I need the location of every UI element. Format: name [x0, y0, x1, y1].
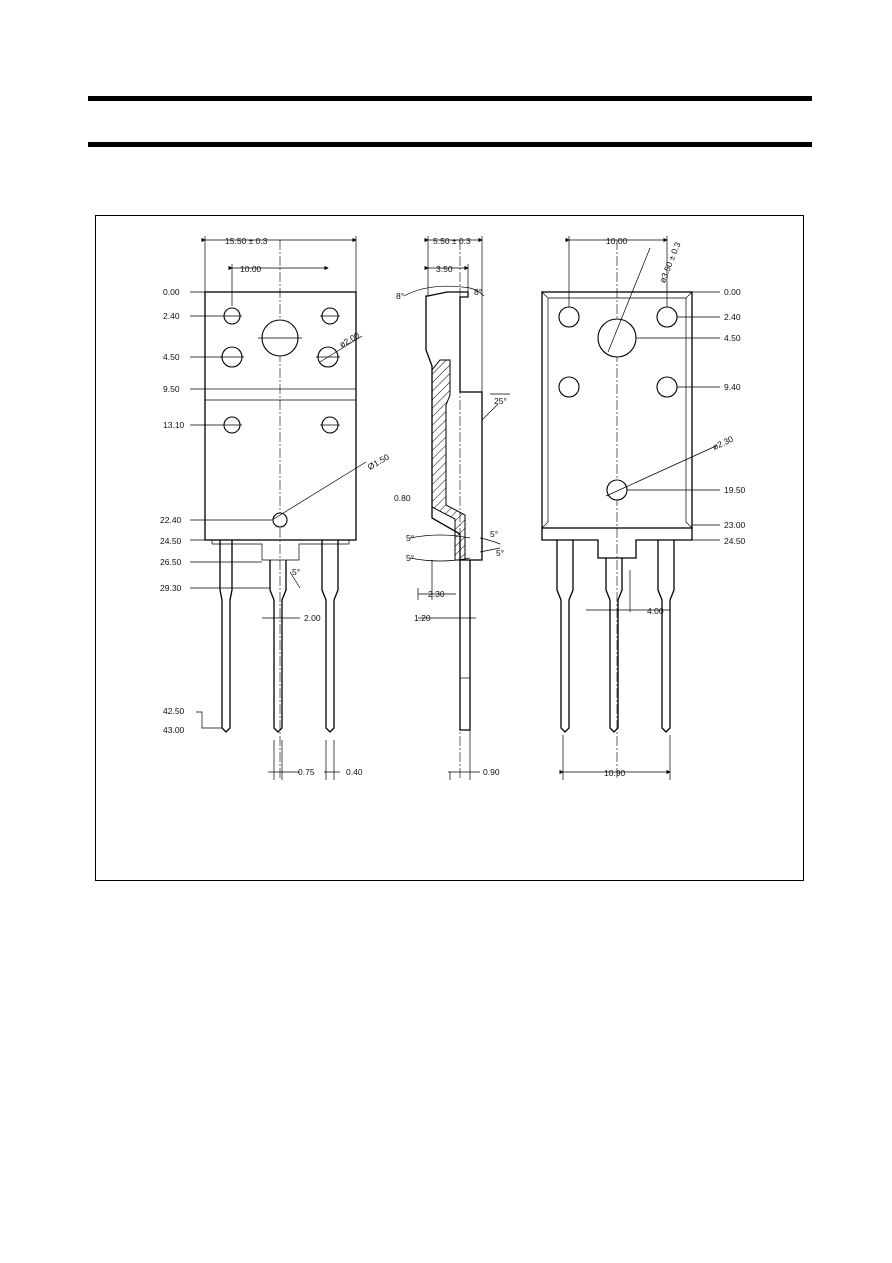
side-lead	[459, 560, 471, 731]
back-view: 10.00 ø3.50 ± 0.3 0.00 2.40 4.50 9.40 19…	[541, 236, 746, 780]
back-lead-left	[556, 540, 574, 733]
side-lead-offset: 1.20	[414, 613, 431, 623]
front-lead-angle: 5°	[292, 567, 300, 577]
front-view: 15.50 ± 0.3 10.00 0.00 2.40 4.50 9.50 13…	[160, 236, 391, 780]
side-angle-b: 5°	[406, 553, 414, 563]
front-hole-dia-large: ø2.00	[337, 330, 361, 350]
front-top-width-label: 15.50 ± 0.3	[225, 236, 268, 246]
side-angle-a: 5°	[406, 533, 414, 543]
back-row-2: 4.50	[724, 333, 741, 343]
back-hole-tl	[558, 306, 580, 328]
front-row-6: 24.50	[160, 536, 182, 546]
front-lead-thickness: 0.40	[346, 767, 363, 777]
back-hole-tr	[656, 306, 678, 328]
side-angle-c: 5°	[490, 529, 498, 539]
back-lead-center	[605, 558, 623, 733]
back-row-4: 19.50	[724, 485, 746, 495]
front-lead-right	[321, 540, 339, 733]
back-hole-spacing: 10.00	[606, 236, 628, 246]
side-bend-angle: 25°	[494, 396, 507, 406]
front-row-3: 9.50	[163, 384, 180, 394]
side-angle-d: 5°	[496, 548, 504, 558]
back-outer-leads: 10.90	[604, 768, 626, 778]
front-small-hole	[272, 512, 288, 528]
front-lead-width: 0.75	[298, 767, 315, 777]
back-row-1: 2.40	[724, 312, 741, 322]
back-row-6: 24.50	[724, 536, 746, 546]
side-tab-width: 3.50	[436, 264, 453, 274]
side-angle-top-right: 8°	[474, 287, 482, 297]
front-row-8: 29.30	[160, 583, 182, 593]
side-view: 5.50 ± 0.3 3.50 8° 8° 25° 0.80 5° 5° 5° …	[394, 236, 510, 780]
back-mount-hole-dia: ø3.50 ± 0.3	[657, 240, 682, 284]
header-rule-bottom	[88, 142, 812, 147]
side-offset: 2.30	[428, 589, 445, 599]
front-lead-center	[269, 560, 287, 733]
front-row-7: 26.50	[160, 557, 182, 567]
back-hole-ml	[558, 376, 580, 398]
back-small-hole	[606, 479, 628, 501]
front-row-5: 22.40	[160, 515, 182, 525]
front-upper-section	[204, 291, 357, 390]
back-lead-right	[657, 540, 675, 733]
side-lead-thickness: 0.90	[483, 767, 500, 777]
back-lead-spacing: 4.00	[647, 606, 664, 616]
back-hole-mr	[656, 376, 678, 398]
front-lead-pitch-note: 2.00	[304, 613, 321, 623]
back-small-hole-dia: ø2.30	[711, 434, 735, 452]
front-lead-left	[219, 540, 233, 733]
side-top-width: 5.50 ± 0.3	[433, 236, 471, 246]
back-row-0: 0.00	[724, 287, 741, 297]
front-row-2: 4.50	[163, 352, 180, 362]
front-hole-spacing-label: 10.00	[240, 264, 262, 274]
front-hole-dia-small: Ø1.50	[366, 452, 391, 472]
front-row-1: 2.40	[163, 311, 180, 321]
back-mount-hole	[597, 318, 637, 358]
front-row-4: 13.10	[163, 420, 185, 430]
side-angle-top-left: 8°	[396, 291, 404, 301]
side-hatched-section	[431, 359, 466, 561]
front-row-0: 0.00	[163, 287, 180, 297]
side-height-note: 0.80	[394, 493, 411, 503]
header-rule-top	[88, 96, 812, 101]
front-lead-end: 43.00	[163, 725, 185, 735]
drawing-frame	[95, 215, 804, 881]
front-lead-end-top: 42.50	[163, 706, 185, 716]
back-row-3: 9.40	[724, 382, 741, 392]
back-row-5: 23.00	[724, 520, 746, 530]
